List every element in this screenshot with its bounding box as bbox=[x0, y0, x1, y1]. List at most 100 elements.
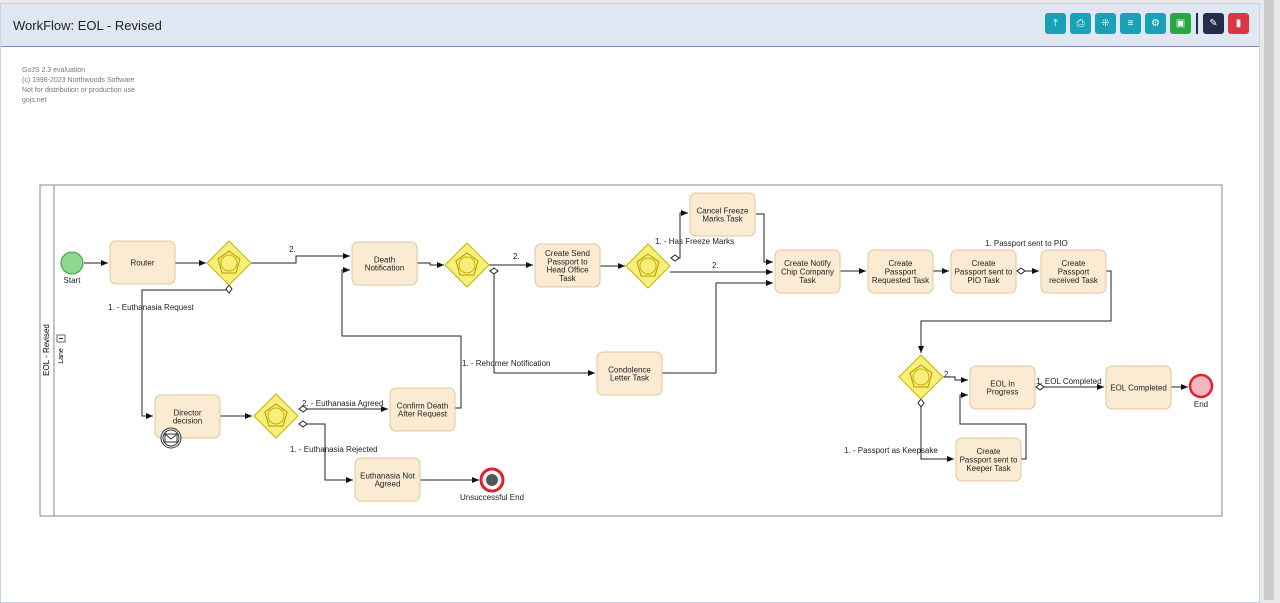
task-label: Progress bbox=[986, 388, 1018, 397]
task-label: Create bbox=[976, 447, 1001, 456]
task-label: EOL In bbox=[990, 379, 1015, 388]
scrollbar[interactable] bbox=[1264, 0, 1274, 600]
edge-label: 1. - Passport as Keepsake bbox=[844, 446, 938, 455]
edge-label: 1. - Euthanasia Rejected bbox=[290, 445, 378, 454]
unsuccessful-end-label: Unsuccessful End bbox=[460, 493, 524, 502]
print-button[interactable]: ⎙ bbox=[1070, 13, 1091, 34]
task-label: Passport bbox=[885, 268, 917, 277]
task-label: Condolence bbox=[608, 365, 651, 374]
task-label: decision bbox=[173, 417, 202, 426]
align-top-button[interactable]: ⤒ bbox=[1045, 13, 1066, 34]
task-label: Director bbox=[173, 408, 201, 417]
task-label: Create bbox=[888, 259, 913, 268]
lane-label: Lane bbox=[58, 348, 65, 364]
task-label: EOL Completed bbox=[1110, 384, 1167, 393]
settings-button[interactable]: ⚙ bbox=[1145, 13, 1166, 34]
fit-button[interactable]: ⁜ bbox=[1095, 13, 1116, 34]
pool bbox=[39, 184, 1223, 517]
header: WorkFlow: EOL - Revised ⤒ ⎙ ⁜ ≡ ⚙ ▣ ✎ ▮ bbox=[1, 4, 1259, 47]
task-label: Requested Task bbox=[872, 276, 930, 285]
start-label: Start bbox=[64, 276, 82, 285]
task-label: Keeper Task bbox=[966, 464, 1011, 473]
task-label: received Task bbox=[1049, 276, 1099, 285]
task-label: Death bbox=[374, 255, 395, 264]
task-label: Head Office bbox=[546, 266, 589, 275]
task-label: After Request bbox=[398, 410, 448, 419]
gateway[interactable] bbox=[206, 240, 252, 286]
edit-icon: ✎ bbox=[1209, 18, 1218, 29]
task-label: Agreed bbox=[375, 480, 401, 489]
end-event[interactable] bbox=[1188, 373, 1214, 399]
evaluation-watermark: GoJS 2.3 evaluation (c) 1998-2023 Northw… bbox=[22, 66, 135, 106]
pool-label: EOL - Revised bbox=[42, 324, 51, 376]
toolbar-divider bbox=[1196, 13, 1198, 34]
task-label: Passport bbox=[1058, 268, 1090, 277]
delete-button[interactable]: ▮ bbox=[1228, 13, 1249, 34]
task-label: Notification bbox=[365, 264, 405, 273]
task-label: Marks Task bbox=[702, 215, 743, 224]
task-label: Router bbox=[130, 259, 154, 268]
align-center-button[interactable]: ≡ bbox=[1120, 13, 1141, 34]
edge-label: 2. - Euthanasia Agreed bbox=[302, 399, 383, 408]
edge-label: 1. Passport sent to PIO bbox=[985, 239, 1068, 248]
edge-label: 1. - Rehomer Notification bbox=[462, 359, 550, 368]
task-label: Confirm Death bbox=[397, 401, 449, 410]
edge-labels: 2. 1. - Euthanasia Request 2. 1. - Has F… bbox=[108, 237, 1102, 455]
save-button[interactable]: ▣ bbox=[1170, 13, 1191, 34]
task-label: Euthanasia Not bbox=[360, 471, 415, 480]
gateway[interactable] bbox=[898, 354, 944, 400]
watermark-line: gojs.net bbox=[22, 97, 47, 104]
workflow-card: WorkFlow: EOL - Revised ⤒ ⎙ ⁜ ≡ ⚙ ▣ ✎ ▮ … bbox=[0, 3, 1260, 603]
edge-label: 2. bbox=[513, 252, 520, 261]
task-label: Task bbox=[799, 276, 816, 285]
task-label: Cancel Freeze bbox=[696, 206, 749, 215]
task-label: Passport sent to bbox=[955, 268, 1013, 277]
watermark-line: (c) 1998-2023 Northwoods Software bbox=[22, 77, 135, 84]
gateway[interactable] bbox=[444, 242, 490, 288]
toolbar: ⤒ ⎙ ⁜ ≡ ⚙ ▣ ✎ ▮ bbox=[1045, 13, 1249, 34]
task-label: Chip Company bbox=[781, 268, 834, 277]
gateway[interactable] bbox=[625, 243, 671, 289]
task-label: PIO Task bbox=[967, 276, 1000, 285]
gear-icon: ⚙ bbox=[1151, 18, 1160, 29]
delete-icon: ▮ bbox=[1235, 18, 1242, 29]
task-label: Task bbox=[559, 274, 576, 283]
task-label: Create Send bbox=[545, 249, 590, 258]
task-router[interactable]: Router bbox=[109, 240, 176, 285]
task-label: Letter Task bbox=[610, 374, 650, 383]
task-eol-completed[interactable]: EOL Completed bbox=[1105, 365, 1172, 410]
edge-label: 2. bbox=[712, 261, 719, 270]
gateway[interactable] bbox=[253, 393, 299, 439]
start-event[interactable] bbox=[60, 251, 84, 275]
edit-button[interactable]: ✎ bbox=[1203, 13, 1224, 34]
task-label: Passport to bbox=[547, 257, 588, 266]
message-icon bbox=[160, 427, 182, 449]
edge-label: 1. EOL Completed bbox=[1036, 377, 1102, 386]
task-label: Create bbox=[971, 259, 996, 268]
page-title: WorkFlow: EOL - Revised bbox=[13, 18, 162, 33]
print-icon: ⎙ bbox=[1076, 18, 1085, 29]
fit-icon: ⁜ bbox=[1101, 18, 1110, 29]
edges bbox=[84, 210, 1188, 483]
end-label: End bbox=[1194, 400, 1208, 409]
align-center-icon: ≡ bbox=[1127, 18, 1134, 29]
edge-label: 1. - Euthanasia Request bbox=[108, 303, 195, 312]
watermark-line: Not for distribution or production use bbox=[22, 87, 135, 94]
task-label: Create bbox=[1061, 259, 1086, 268]
save-icon: ▣ bbox=[1175, 18, 1186, 29]
task-label: Passport sent to bbox=[960, 456, 1018, 465]
